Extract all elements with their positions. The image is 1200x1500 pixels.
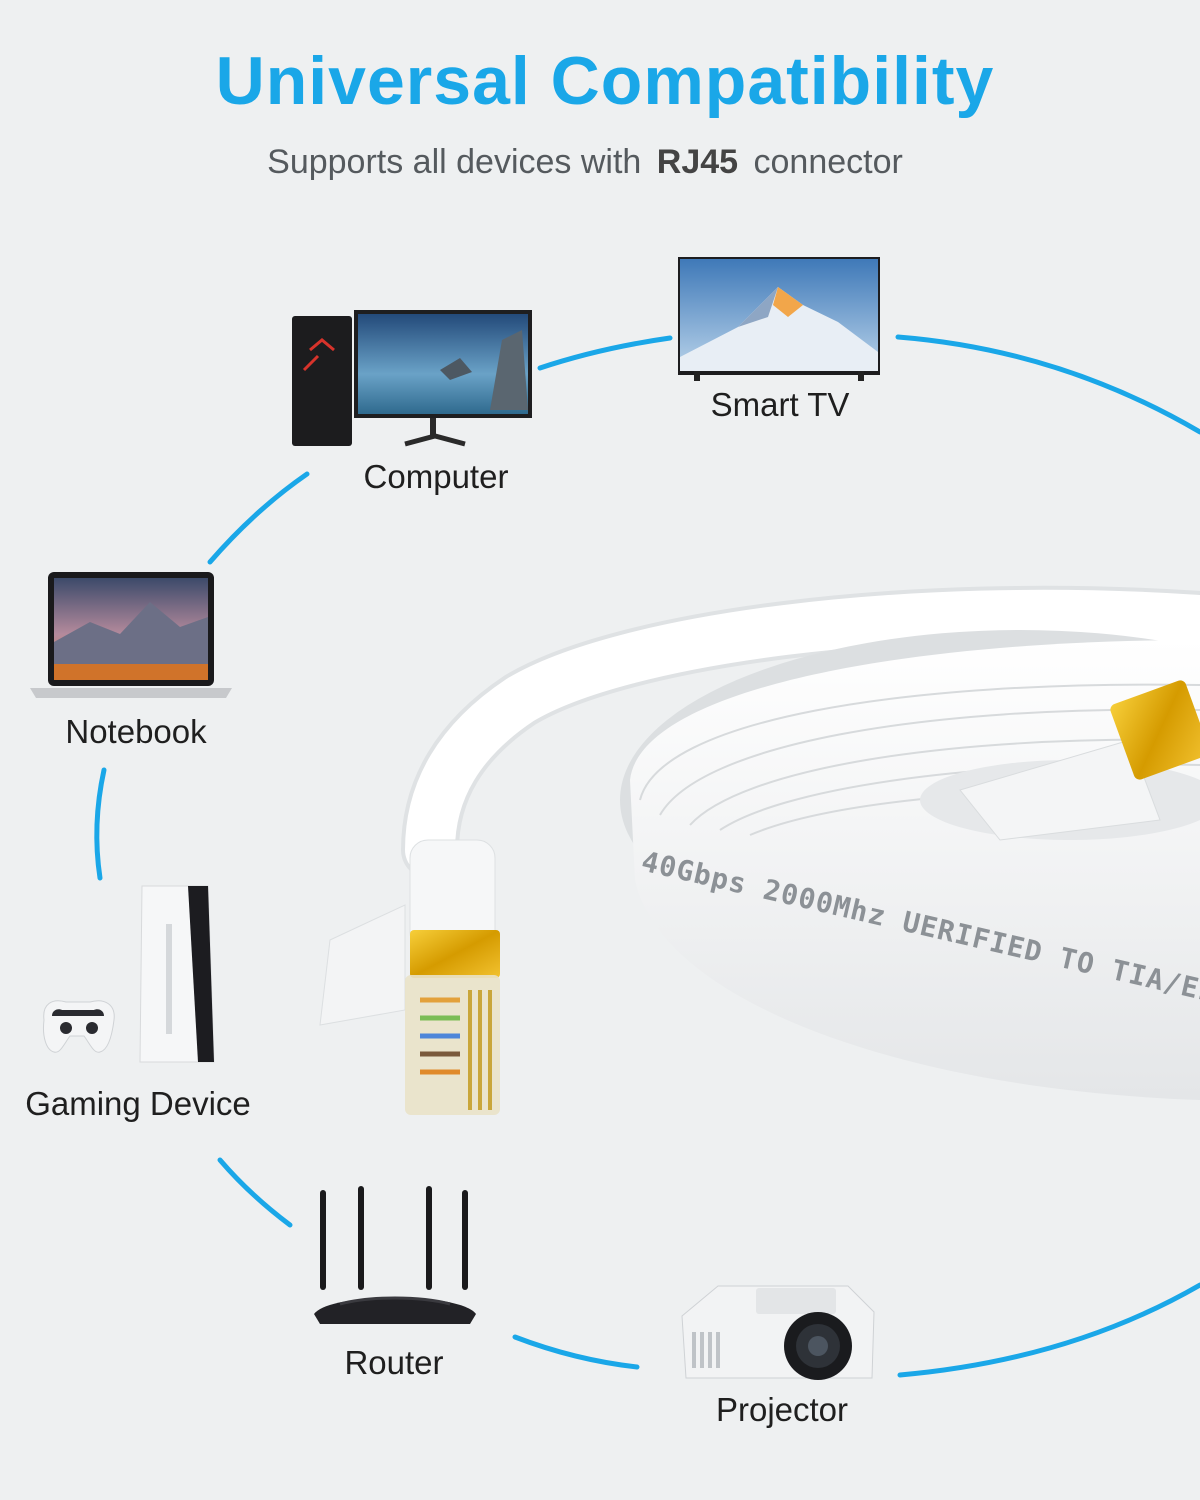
- projector-image: [678, 1282, 876, 1390]
- front-rj45-plug: [319, 839, 500, 1115]
- subtitle-text: Supports all devices with: [267, 143, 642, 181]
- coil-connector: [959, 680, 1200, 841]
- ring-segment-router-projector: [512, 1334, 640, 1370]
- device-label-gaming-device: Gaming Device: [25, 1085, 251, 1122]
- ring-segment-gaming-router: [217, 1157, 293, 1228]
- smart-tv-image: [678, 257, 880, 385]
- page-subtitle: Supports all devices with RJ45 connector: [0, 143, 1170, 182]
- device-label-computer: Computer: [363, 458, 509, 495]
- tv-leg-right: [858, 371, 864, 381]
- ring-segment-notebook-gaming: [94, 767, 107, 881]
- device-label-notebook: Notebook: [65, 713, 207, 750]
- notebook-image: [30, 572, 232, 702]
- computer-image: [290, 310, 535, 450]
- gaming-console-image: [38, 884, 218, 1070]
- ring-segment-tv-right: [895, 334, 1200, 435]
- device-label-router: Router: [344, 1344, 444, 1381]
- ring-segment-computer-notebook: [207, 471, 310, 565]
- router-image: [310, 1186, 480, 1332]
- device-label-smart-tv: Smart TV: [710, 386, 850, 423]
- device-label-projector: Projector: [715, 1391, 849, 1428]
- subtitle-highlight: RJ45: [656, 143, 739, 181]
- page-title: Universal Compatibility: [215, 43, 995, 119]
- ring-segment-projector-right: [897, 1282, 1200, 1378]
- tv-leg-left: [694, 371, 700, 381]
- ring-segment-computer-tv: [537, 335, 673, 371]
- subtitle-suffix: connector: [753, 143, 903, 181]
